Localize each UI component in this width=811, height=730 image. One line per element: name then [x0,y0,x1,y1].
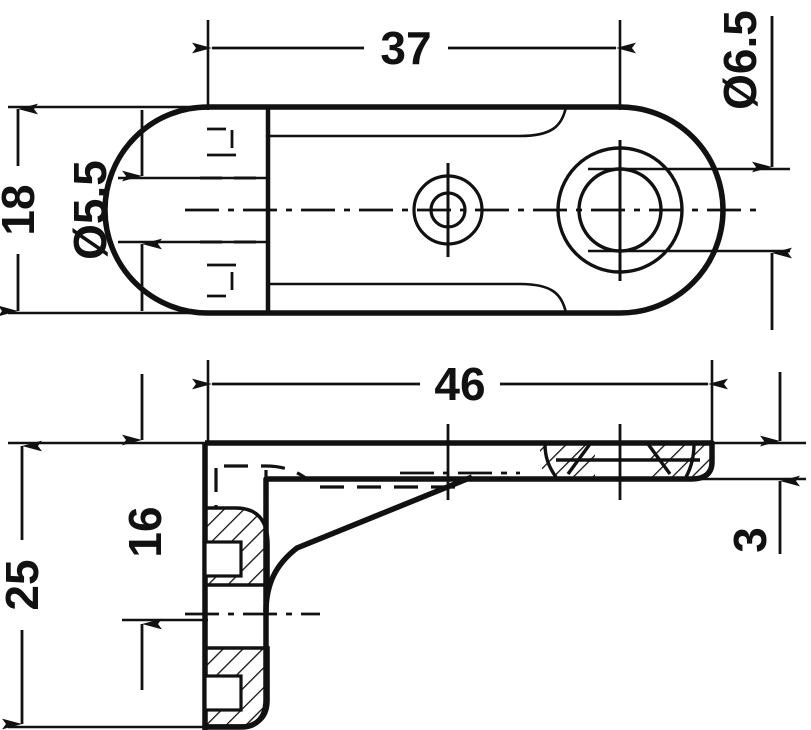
top-view-witness-37 [206,20,622,110]
dimension-16: 16 [119,374,171,690]
dimension-25: 25 [0,440,48,730]
top-view-outline [102,104,726,316]
side-view: 46 25 16 3 [0,358,806,730]
dimension-16-label: 16 [119,506,171,557]
dimension-18-label: 18 [0,184,44,235]
side-view-witness-46 [206,360,714,445]
side-view-gusset [263,474,474,613]
hatch-leg-upper-outline [203,506,270,587]
dimension-dia-6-5: Ø6.5 [714,10,792,330]
dimension-dia-5-5: Ø5.5 [64,110,162,311]
dimension-25-label: 25 [0,559,48,610]
dimension-46-label: 46 [434,358,485,410]
top-view: 37 18 Ø5.5 Ø6.5 [0,10,792,330]
dimension-3: 3 [724,372,800,554]
side-view-hole-axes [446,424,622,500]
keyway-upper [203,540,243,578]
top-view-extension-lines [8,105,270,315]
top-view-hidden-lines [207,127,236,298]
dimension-37: 37 [192,22,636,74]
side-view-outline [205,440,715,730]
top-view-rib-lower [268,282,568,314]
dimension-dia-5-5-label: Ø5.5 [64,160,116,260]
dimension-46: 46 [192,358,728,410]
hole-left-dia-5-5 [412,163,484,257]
arm-bore-detail [543,442,700,478]
keyway-lower [203,674,243,712]
dimension-37-label: 37 [380,22,431,74]
dimension-18: 18 [0,103,44,317]
top-view-rib-upper [268,106,568,138]
dimension-dia-6-5-label: Ø6.5 [714,10,766,110]
dimension-3-label: 3 [724,527,776,553]
hatch-leg-lower-outline [205,646,270,728]
